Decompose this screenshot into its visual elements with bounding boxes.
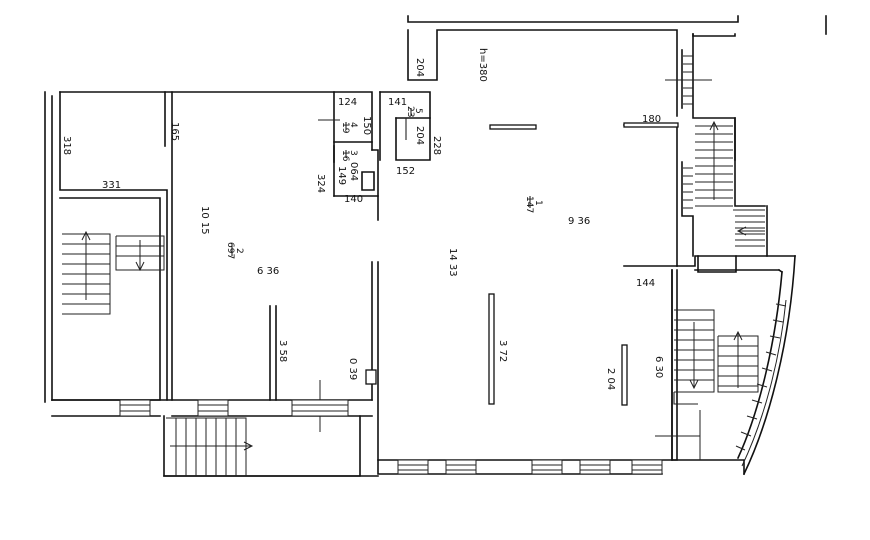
right-stair-block <box>665 33 768 273</box>
dim-204-wc: 204 <box>414 126 425 145</box>
dim-318: 318 <box>61 136 72 155</box>
dim-064: 064 <box>348 162 359 181</box>
dim-1015: 10 15 <box>199 206 210 235</box>
main-hall-walls <box>377 29 796 475</box>
dimension-labels: h=380 204 124 141 150 204 228 152 064 14… <box>61 48 664 390</box>
dim-331: 331 <box>102 180 121 191</box>
dim-228: 228 <box>431 136 442 155</box>
dim-152: 152 <box>396 166 415 177</box>
room-5-number: 5 <box>413 108 423 114</box>
dim-180: 180 <box>642 114 661 125</box>
dim-936: 9 36 <box>568 216 590 227</box>
dim-144: 144 <box>636 278 655 289</box>
dim-630: 6 30 <box>653 356 664 378</box>
dim-324: 324 <box>315 174 326 193</box>
dim-039: 0 39 <box>347 358 358 380</box>
room-1-number: 1 <box>533 200 543 206</box>
room-labels: 1 147 2 697 3 16 4 19 5 23 <box>225 106 543 259</box>
dim-150: 150 <box>361 116 372 135</box>
room-fraction-bars <box>231 108 531 256</box>
dim-204-low: 2 04 <box>605 368 616 390</box>
room-2-number: 2 <box>234 248 244 254</box>
room-3-area: 16 <box>340 150 350 162</box>
right-lower-room <box>655 255 796 476</box>
dim-149: 149 <box>336 166 347 185</box>
dim-204-top: 204 <box>414 58 425 77</box>
neighbor-walls <box>407 15 827 37</box>
room-4-number: 4 <box>348 122 358 128</box>
dim-124: 124 <box>338 97 357 108</box>
dim-372: 3 72 <box>497 340 508 362</box>
windows <box>119 399 663 475</box>
room-3-number: 3 <box>348 150 358 156</box>
dim-1433: 14 33 <box>447 248 458 277</box>
room-5-area: 23 <box>405 106 415 117</box>
left-stairs <box>62 230 321 476</box>
dim-358: 3 58 <box>277 340 288 362</box>
dim-636: 6 36 <box>257 266 279 277</box>
height-label: h=380 <box>477 48 488 82</box>
dim-140: 140 <box>344 194 363 205</box>
room-4-area: 19 <box>340 122 350 134</box>
interior-columns <box>365 122 679 406</box>
room-2-area: 697 <box>225 242 235 259</box>
dim-141: 141 <box>388 97 407 108</box>
room-1-area: 147 <box>524 196 534 213</box>
wc-rooms <box>318 91 431 221</box>
dim-165: 165 <box>169 122 180 141</box>
